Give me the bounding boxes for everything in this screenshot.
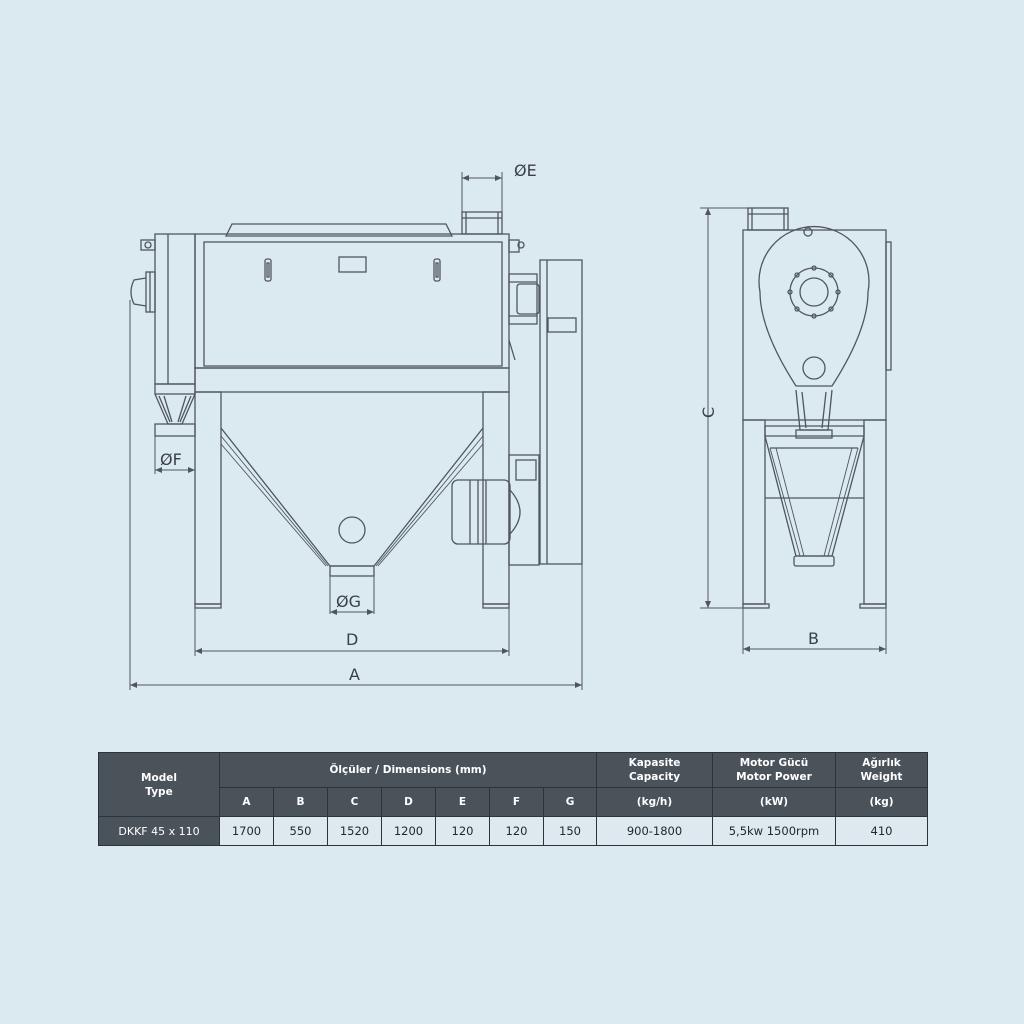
capacity-header: Kapasite Capacity: [596, 752, 713, 788]
col-b-header: B: [273, 787, 328, 817]
capacity-unit: (kg/h): [596, 787, 713, 817]
spec-table: Model Type Ölçüler / Dimensions (mm) Kap…: [98, 752, 928, 846]
model-header: Model Type: [98, 752, 220, 817]
weight-cell: 410: [835, 816, 928, 846]
weight-unit: (kg): [835, 787, 928, 817]
label-phi-g: ØG: [336, 592, 361, 611]
top-outlet: [461, 211, 503, 235]
name-plate: [338, 256, 367, 273]
weight-header: Ağırlık Weight: [835, 752, 928, 788]
col-d-header: D: [381, 787, 436, 817]
front-dimensions: [129, 172, 583, 690]
label-d: D: [346, 630, 358, 649]
label-a: A: [349, 665, 360, 684]
motor-unit: (kW): [712, 787, 836, 817]
side-dimensions: [700, 207, 887, 654]
cell-g: 150: [543, 816, 597, 846]
main-body: [194, 233, 510, 369]
label-b: B: [808, 629, 819, 648]
motor-cell: 5,5kw 1500rpm: [712, 816, 836, 846]
technical-drawing: ØE ØF ØG D A B C: [129, 161, 892, 690]
col-f-header: F: [489, 787, 544, 817]
col-e-header: E: [435, 787, 490, 817]
cell-f: 120: [489, 816, 544, 846]
top-lid: [224, 223, 454, 237]
table-row: DKKF 45 x 110 1700 550 1520 1200 120 120…: [98, 816, 928, 846]
cell-c: 1520: [327, 816, 382, 846]
cell-e: 120: [435, 816, 490, 846]
label-phi-e: ØE: [514, 161, 537, 180]
hopper: [220, 427, 484, 567]
col-c-header: C: [327, 787, 382, 817]
col-a-header: A: [219, 787, 274, 817]
side-panel: [539, 259, 583, 565]
label-phi-f: ØF: [160, 450, 182, 469]
col-g-header: G: [543, 787, 597, 817]
label-c: C: [699, 407, 718, 418]
cell-b: 550: [273, 816, 328, 846]
cell-a: 1700: [219, 816, 274, 846]
dimensions-header: Ölçüler / Dimensions (mm): [219, 752, 597, 788]
cyclone: [758, 225, 870, 387]
front-view: [130, 211, 583, 609]
side-view: [742, 207, 892, 609]
cell-d: 1200: [381, 816, 436, 846]
motor-header: Motor Gücü Motor Power: [712, 752, 836, 788]
capacity-cell: 900-1800: [596, 816, 713, 846]
model-cell: DKKF 45 x 110: [98, 816, 220, 846]
dimension-labels: ØE ØF ØG D A B C: [160, 161, 819, 684]
